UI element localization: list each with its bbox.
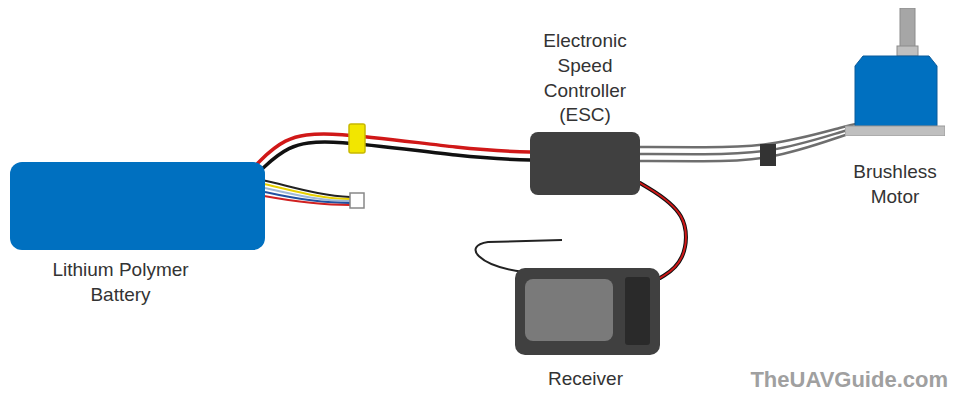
bullet-connector — [760, 144, 776, 152]
part-label: Receiver — [548, 367, 623, 392]
bullet-connector — [760, 151, 776, 159]
part-label: Electronic Speed Controller (ESC) — [530, 29, 640, 128]
esc-node: Electronic Speed Controller (ESC) — [530, 132, 640, 195]
wire-connector — [256, 134, 530, 170]
battery-node: Lithium Polymer Battery — [10, 162, 265, 250]
receiver-pins — [625, 277, 650, 345]
wire — [640, 132, 857, 161]
wire-connector — [640, 183, 686, 278]
part-label: Lithium Polymer Battery — [36, 258, 206, 307]
balance-connector — [350, 193, 364, 208]
static-parts — [262, 124, 776, 272]
receiver-node: Receiver — [515, 268, 660, 355]
motor-base — [845, 126, 945, 136]
wire — [640, 183, 686, 278]
edge-layer — [256, 124, 857, 278]
receiver-antenna — [476, 240, 562, 272]
wire — [261, 142, 530, 170]
receiver-case — [515, 268, 660, 355]
wire — [640, 124, 857, 147]
watermark: TheUAVGuide.com — [750, 367, 948, 393]
wire-connector — [640, 124, 857, 161]
motor-bell — [855, 56, 937, 126]
balance-wire — [264, 196, 350, 205]
motor-shape — [845, 8, 945, 136]
power-connector — [349, 124, 365, 153]
part-label: Brushless Motor — [845, 160, 945, 209]
shaft-collar — [897, 46, 918, 56]
wire — [256, 134, 530, 165]
receiver-panel — [525, 279, 613, 341]
receiver-shape — [515, 268, 660, 355]
wire — [640, 183, 686, 278]
bullet-connector — [760, 158, 776, 166]
motor-node: Brushless Motor — [845, 8, 945, 136]
